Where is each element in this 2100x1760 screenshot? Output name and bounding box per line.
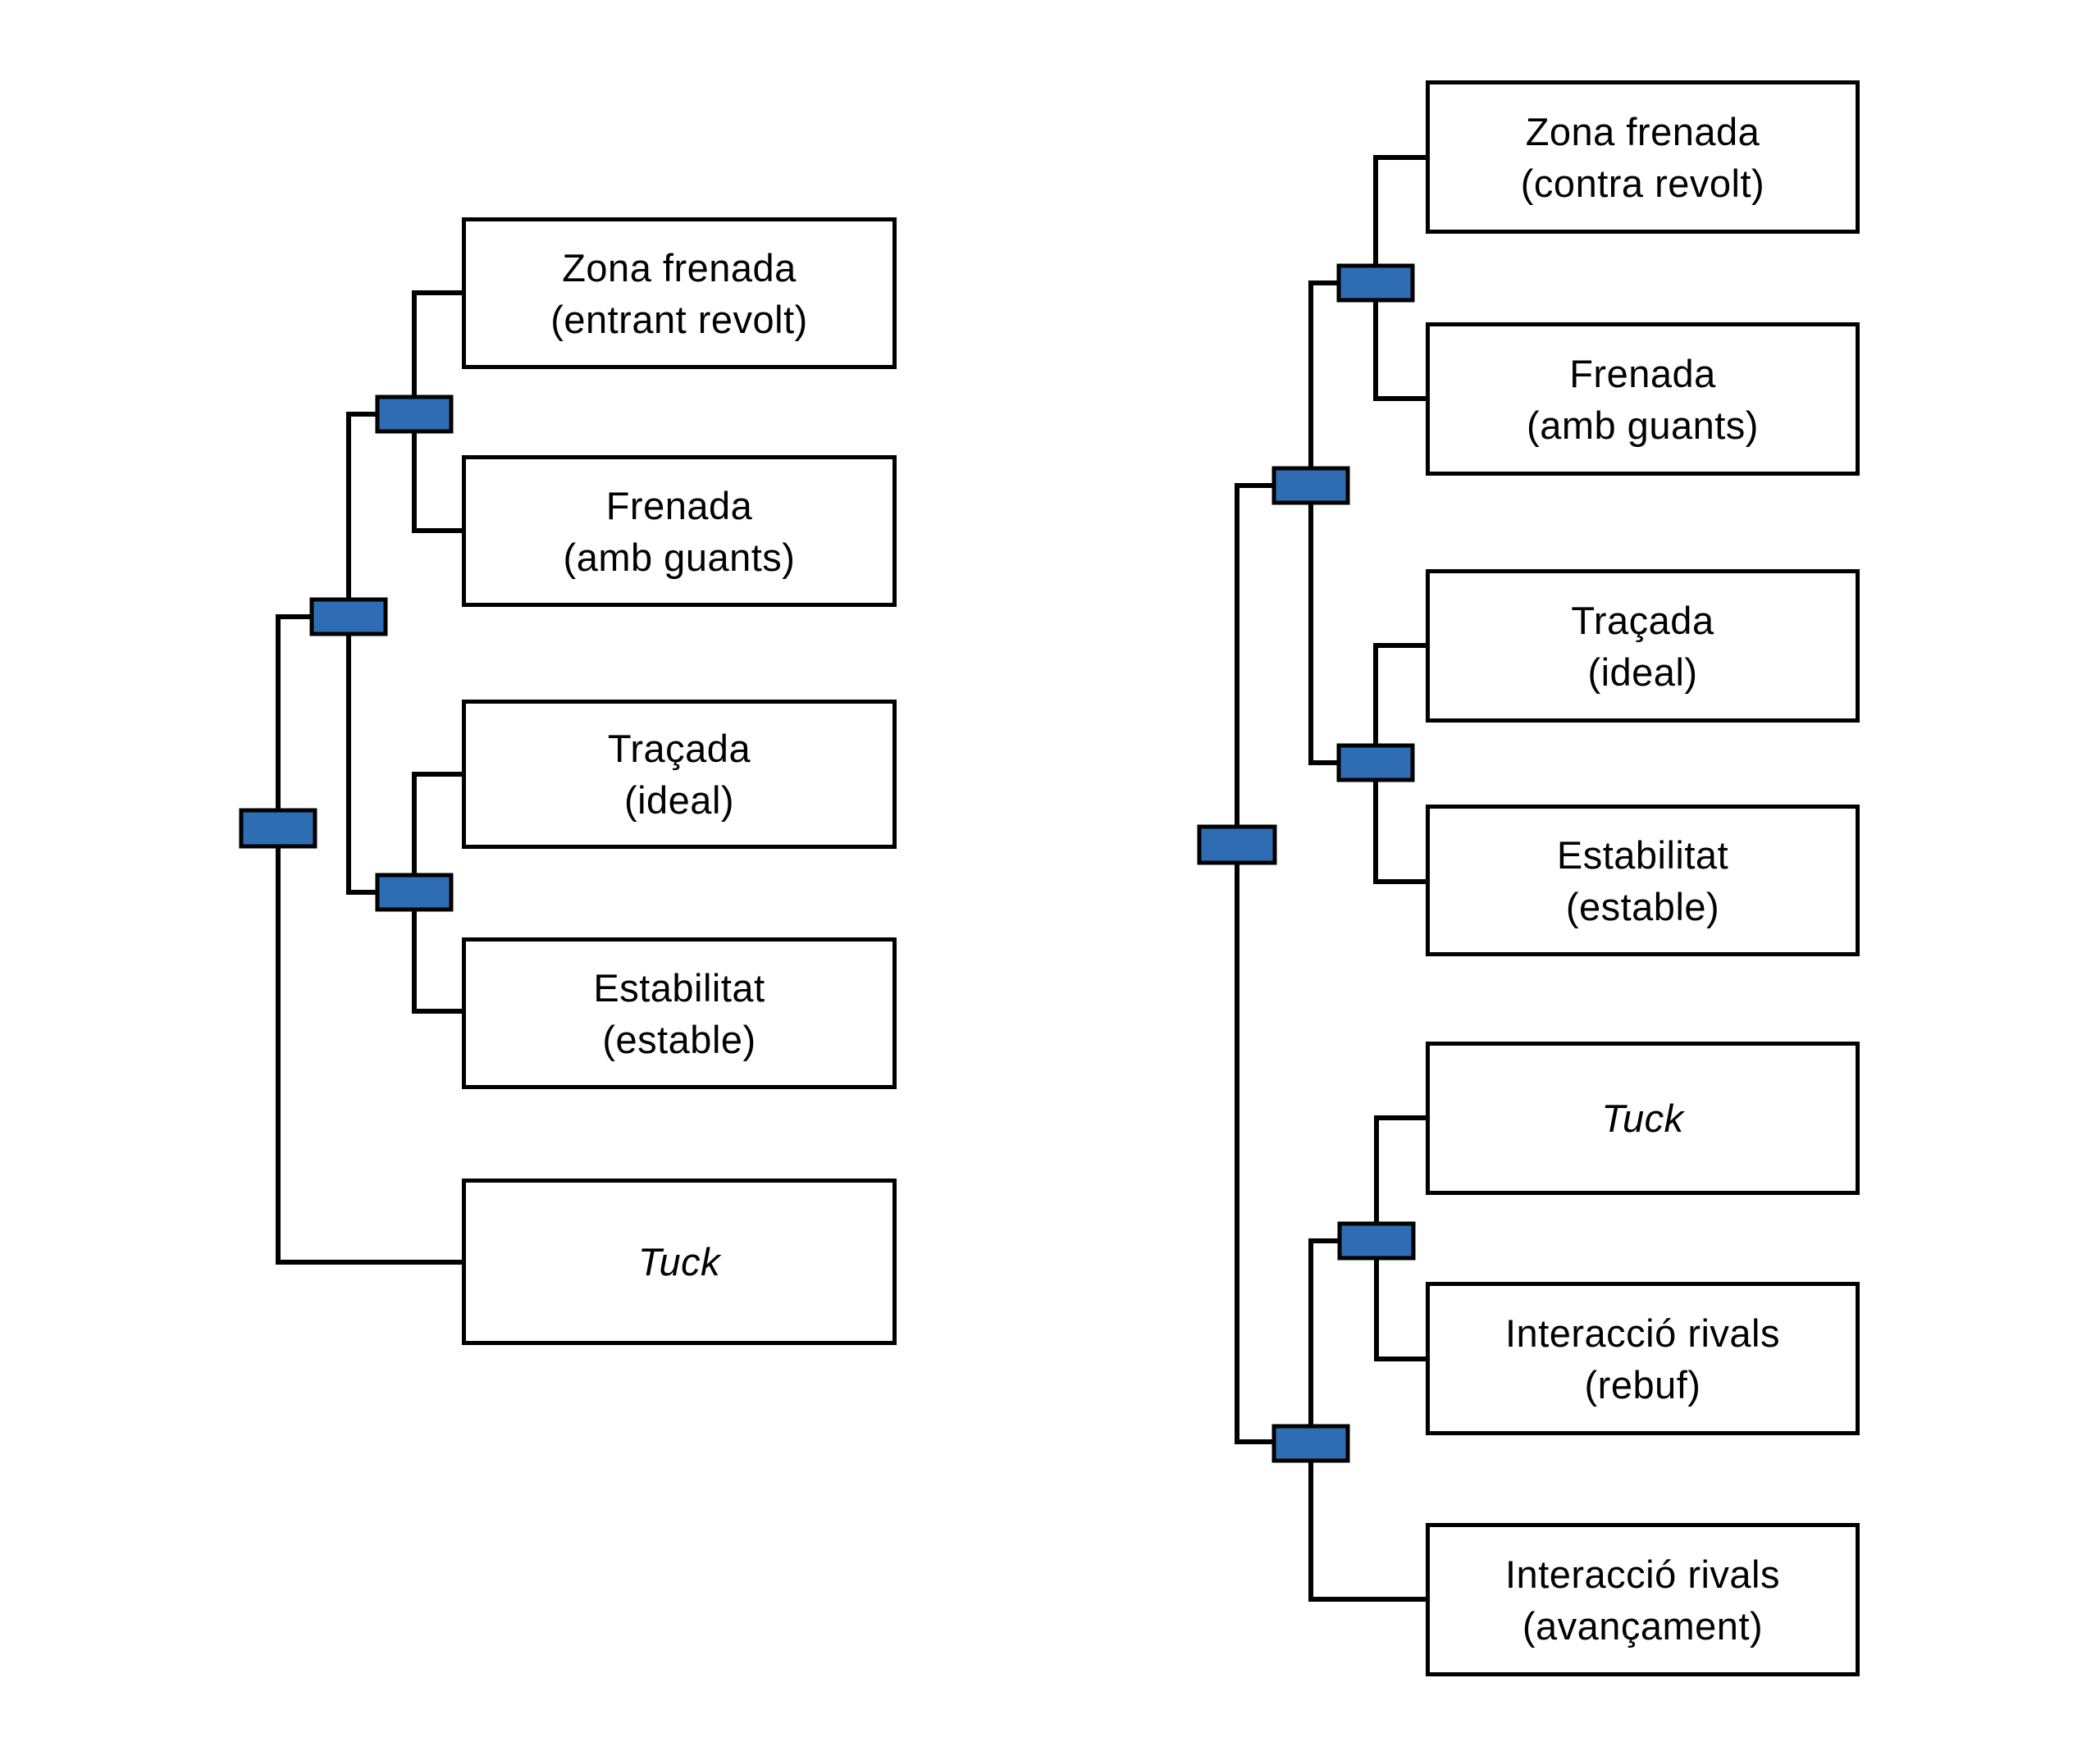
leaf-label: Zona frenada (contra revolt) xyxy=(1521,106,1764,209)
leaf-label-line2: (avançament) xyxy=(1522,1603,1764,1648)
leaf-label: Frenada (amb guants) xyxy=(1527,348,1759,451)
leaf-box-left-zona-frenada: Zona frenada (entrant revolt) xyxy=(462,217,897,369)
tree-branch-connector xyxy=(1235,483,1276,1444)
tree-branch-connector xyxy=(1308,280,1341,765)
tree-node-marker xyxy=(1197,824,1277,865)
tree-node-marker xyxy=(1336,743,1415,782)
leaf-label: Tuck xyxy=(1601,1092,1683,1144)
leaf-label: Traçada (ideal) xyxy=(608,723,751,826)
leaf-label-line1: Traçada xyxy=(1571,598,1714,642)
tree-node-marker xyxy=(1271,466,1350,505)
leaf-label-line1: Interacció rivals xyxy=(1505,1552,1780,1596)
leaf-label-line1: Traçada xyxy=(607,727,751,770)
leaf-box-left-tuck: Tuck xyxy=(462,1179,897,1345)
leaf-box-right-zona-frenada: Zona frenada (contra revolt) xyxy=(1426,80,1860,234)
leaf-label-line2: (ideal) xyxy=(623,778,735,822)
leaf-label-line1: Zona frenada xyxy=(1525,109,1760,153)
tree-node-marker xyxy=(375,873,454,912)
leaf-label-line1: Interacció rivals xyxy=(1505,1311,1780,1355)
leaf-label: Zona frenada (entrant revolt) xyxy=(550,242,808,345)
tree-node-marker xyxy=(1337,1221,1416,1261)
leaf-label-line2: (rebuf) xyxy=(1584,1362,1701,1407)
leaf-label-line2: (ideal) xyxy=(1587,650,1698,694)
leaf-label-line1: Estabilitat xyxy=(593,965,765,1010)
tree-branch-connector xyxy=(276,614,464,1265)
leaf-box-right-interaccio-avancament: Interacció rivals (avançament) xyxy=(1426,1523,1860,1676)
tree-node-marker xyxy=(309,597,388,636)
leaf-box-right-estabilitat: Estabilitat (estable) xyxy=(1426,805,1860,956)
leaf-label-line2: (contra revolt) xyxy=(1520,161,1765,205)
leaf-label-line2: (estable) xyxy=(602,1017,756,1061)
leaf-box-right-frenada: Frenada (amb guants) xyxy=(1426,322,1860,476)
leaf-label-line2: (estable) xyxy=(1565,884,1720,928)
leaf-label-line2: (amb guants) xyxy=(1527,403,1759,447)
leaf-label: Tuck xyxy=(638,1236,720,1288)
tree-node-marker xyxy=(375,394,454,434)
leaf-label-line2: (entrant revolt) xyxy=(550,297,808,341)
leaf-box-left-tracada: Traçada (ideal) xyxy=(462,700,897,849)
leaf-box-right-interaccio-rebuf: Interacció rivals (rebuf) xyxy=(1426,1282,1860,1435)
leaf-label: Traçada (ideal) xyxy=(1571,595,1714,698)
leaf-label: Estabilitat (estable) xyxy=(593,962,765,1065)
tree-node-marker xyxy=(1271,1424,1350,1463)
leaf-box-right-tuck: Tuck xyxy=(1426,1042,1860,1195)
leaf-label-line2: (amb guants) xyxy=(563,535,796,579)
leaf-label: Estabilitat (estable) xyxy=(1557,829,1728,932)
tree-node-marker xyxy=(239,808,317,849)
leaf-box-left-estabilitat: Estabilitat (estable) xyxy=(462,937,897,1089)
leaf-label-line1: Tuck xyxy=(637,1240,721,1284)
tree-node-marker xyxy=(1336,263,1415,303)
leaf-box-right-tracada: Traçada (ideal) xyxy=(1426,569,1860,723)
tree-branch-connector xyxy=(346,412,380,895)
leaf-label: Interacció rivals (avançament) xyxy=(1505,1548,1780,1652)
leaf-label-line1: Estabilitat xyxy=(1556,832,1729,877)
leaf-label: Interacció rivals (rebuf) xyxy=(1505,1307,1780,1411)
leaf-box-left-frenada: Frenada (amb guants) xyxy=(462,455,897,607)
leaf-label-line1: Frenada xyxy=(605,483,753,527)
leaf-label: Frenada (amb guants) xyxy=(564,480,796,583)
tree-branch-connector xyxy=(1308,1238,1428,1602)
leaf-label-line1: Frenada xyxy=(1569,351,1716,395)
leaf-label-line1: Zona frenada xyxy=(562,245,797,290)
leaf-label-line1: Tuck xyxy=(1601,1097,1684,1140)
